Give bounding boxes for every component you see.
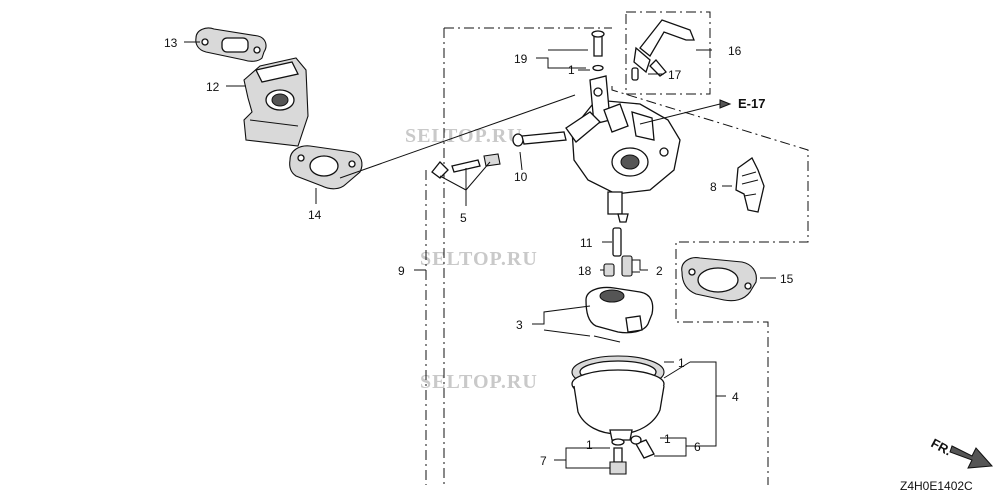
screw-part-10 [512,131,567,147]
callout-13: 13 [164,36,178,50]
pilot-screw-part-5 [431,153,501,179]
callout-10: 10 [514,170,528,184]
gasket-part-13 [195,27,267,62]
watermark: SELTOP.RU [420,248,538,270]
callout-16: 16 [728,44,742,58]
watermark: SELTOP.RU [405,125,523,147]
leader-lines [184,41,776,469]
arrow-e17 [719,99,732,109]
callout-19: 19 [514,52,528,66]
callout-7: 7 [540,454,547,468]
callout-5: 5 [460,211,467,225]
callout-12: 12 [206,80,220,94]
nozzle-part-11 [612,227,622,257]
callout-1: 1 [568,63,575,77]
callout-4: 4 [732,390,739,404]
callout-15: 15 [780,272,794,286]
leader-line [639,103,721,125]
lever-part-16 [633,19,695,77]
callout-1: 1 [678,356,685,370]
gasket-part-14 [289,145,363,190]
leader-line [339,94,576,179]
callout-8: 8 [710,180,717,194]
callout-14: 14 [308,208,322,222]
drain-screw-part-6 [630,435,655,459]
callout-11: 11 [580,236,593,250]
float-chamber-part-4 [571,355,665,441]
callout-1: 1 [586,438,593,452]
front-direction-indicator: FR. [929,435,994,469]
gasket-part-15 [681,257,757,302]
insulator-part-12 [243,57,309,147]
subassembly-boundary-16 [625,11,711,95]
reference-e17: E-17 [738,96,765,111]
direction-label: FR. [929,435,955,458]
watermark: SELTOP.RU [420,371,538,393]
callout-3: 3 [516,318,523,332]
callout-17: 17 [668,68,682,82]
bracket-part-8 [735,157,765,213]
callout-9: 9 [398,264,405,278]
jet-part-18 [603,263,615,277]
carburetor-body [565,75,681,223]
spring-part-17 [631,67,639,81]
arrow-icon [949,445,994,469]
callout-1: 1 [664,432,671,446]
jet-part-2 [621,255,633,277]
assembly-boundary-9 [443,27,809,485]
screw-part-19 [591,30,605,72]
callout-18: 18 [578,264,592,278]
bolt-part-7 [609,438,627,475]
float-part-3 [585,286,654,343]
diagram-code: Z4H0E1402C [900,479,973,493]
callout-6: 6 [694,440,701,454]
callout-2: 2 [656,264,663,278]
